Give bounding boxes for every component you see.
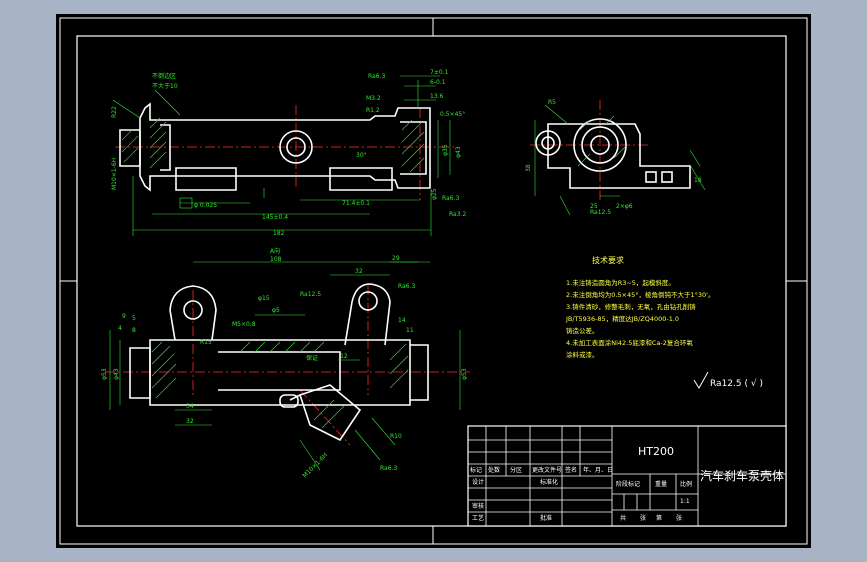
top-dim-thread: M10×1-6H [111, 158, 118, 190]
label-sheet-unit: 张 [676, 514, 682, 522]
tech-req-line-1: 1.未注铸造圆角为R3~5，起模斜度。 [566, 278, 675, 287]
tech-req-line-3: 3.铸件清砂，修整毛刺，无氧，孔由钻孔削铸 [566, 302, 696, 311]
top-dim-1: 7±0.1 [430, 69, 449, 76]
tech-req-line-4: JB/T5936-85，精度达JB/ZQ4000-1.0 [565, 314, 679, 323]
front-dim-r15: R15 [200, 339, 212, 346]
front-dim-12: 12 [340, 353, 348, 360]
top-note-2: 不大于10 [152, 82, 178, 90]
top-dim-d-bottom: φ 0.025 [194, 202, 217, 209]
top-dim-angle: 30° [356, 152, 367, 159]
front-dim-8: 8 [132, 327, 136, 334]
top-dim-phi-small: φ25 [431, 188, 438, 200]
front-dim-14: 14 [398, 317, 406, 324]
front-dim-5: 5 [132, 315, 136, 322]
label-approve: 批准 [540, 514, 552, 522]
label-scale: 比例 [680, 480, 692, 488]
label-weight: 重量 [655, 480, 667, 488]
front-dim-34: 34 [186, 403, 194, 410]
side-view: 25 2×φ6 38 Ra12.5 R5 18 [525, 99, 706, 216]
tech-req-line-2: 2.未注倒角均为0.5×45°，棱角倒钝不大于1°30'。 [566, 290, 714, 299]
front-section-label: A向 [270, 247, 280, 255]
front-dim-phi-left2: φ43 [113, 368, 120, 380]
front-dim-11: 11 [406, 327, 414, 334]
front-dim-phi-left: φ53 [101, 368, 108, 380]
front-dim-m5: M5×0.8 [232, 321, 256, 328]
front-dim-phi15: φ15 [258, 295, 270, 302]
front-dim-32: 32 [355, 268, 363, 275]
label-sheet-no: 第 [656, 514, 662, 522]
header-date: 年、月、日 [583, 466, 613, 474]
side-dim-w3: 18 [694, 177, 702, 184]
front-dim-9: 9 [122, 313, 126, 320]
technical-requirements: 技术要求 1.未注铸造圆角为R3~5，起模斜度。 2.未注倒角均为0.5×45°… [565, 255, 714, 359]
top-ra-1: Ra6.3 [368, 73, 385, 80]
front-dim-dpt: 保证 [306, 354, 318, 362]
side-dim-h1: 38 [525, 164, 532, 172]
top-dim-len-main: 145±0.4 [262, 214, 288, 221]
tech-req-line-6: 4.未加工表面涂Ni42.5底漆和Ca-2复合环氧 [566, 338, 693, 347]
top-dim-phi-right: φ35 [442, 144, 449, 156]
material-label: HT200 [638, 445, 674, 458]
title-block: HT200 汽车刹车泵壳体 标记 处数 分区 更改文件号 签名 年、月、日 设计… [467, 425, 787, 527]
side-dim-w1: 25 [590, 203, 598, 210]
front-ra-c: Ra12.5 [300, 291, 321, 298]
side-dim-r-top: R5 [548, 99, 556, 106]
top-dim-2: 6-0.1 [430, 79, 446, 86]
front-ra-a: Ra6.3 [380, 465, 397, 472]
tech-req-title: 技术要求 [592, 255, 624, 265]
top-dim-len-total: 182 [273, 230, 285, 237]
header-mark: 标记 [470, 466, 482, 474]
header-zone: 分区 [510, 466, 522, 474]
front-dim-4: 4 [118, 325, 122, 332]
centering-marks [60, 18, 807, 544]
label-process: 工艺 [472, 514, 484, 522]
front-dim-len-top: 108 [270, 256, 282, 263]
label-stage-mark: 阶段标记 [616, 480, 640, 488]
top-note-1: 不倒边区 [152, 72, 176, 80]
label-total: 共 [620, 514, 626, 522]
label-standard: 标准化 [540, 478, 558, 486]
top-dim-3: 13.6 [430, 93, 444, 100]
top-dim-phi-big: φ43 [455, 146, 462, 158]
top-dim-len-sub: 71.4±0.1 [342, 200, 370, 207]
header-doc-no: 更改文件号 [532, 466, 562, 474]
top-dim-small-a: M3.2 [366, 95, 381, 102]
header-count: 处数 [488, 466, 500, 474]
part-name: 汽车刹车泵壳体 [700, 468, 784, 483]
top-view: 不倒边区 不大于10 R22 M10×1-6H φ 0.025 145±0.4 … [111, 69, 466, 237]
tech-req-line-5: 铸造公差。 [566, 326, 599, 335]
front-dim-r10: R10 [390, 433, 402, 440]
front-dim-32b: 32 [186, 418, 194, 425]
top-ra-3: Ra6.3 [442, 195, 459, 202]
roughness-note-text: Ra12.5 ( √ ) [710, 378, 763, 389]
top-dim-r-left: R22 [111, 106, 118, 118]
top-dim-small-b: R1.2 [366, 107, 380, 114]
top-ra-2: Ra3.2 [449, 211, 466, 218]
header-signature: 签名 [565, 466, 577, 474]
tech-req-line-7: 涂料或漆。 [566, 350, 599, 359]
front-dim-phi-right: φ53 [461, 368, 468, 380]
label-sheets: 张 [640, 514, 646, 522]
side-ra: Ra12.5 [590, 209, 611, 216]
scale-value: 1:1 [680, 498, 690, 505]
front-dim-29: 29 [392, 255, 400, 262]
roughness-note: Ra12.5 ( √ ) [693, 371, 763, 389]
label-design: 设计 [472, 478, 484, 486]
label-review: 审核 [472, 502, 484, 510]
front-dim-phi5: φ5 [272, 307, 280, 314]
front-ra-b: Ra6.3 [398, 283, 415, 290]
top-dim-chamfer: 0.5×45° [440, 111, 465, 118]
side-dim-w2: 2×φ6 [616, 203, 633, 210]
